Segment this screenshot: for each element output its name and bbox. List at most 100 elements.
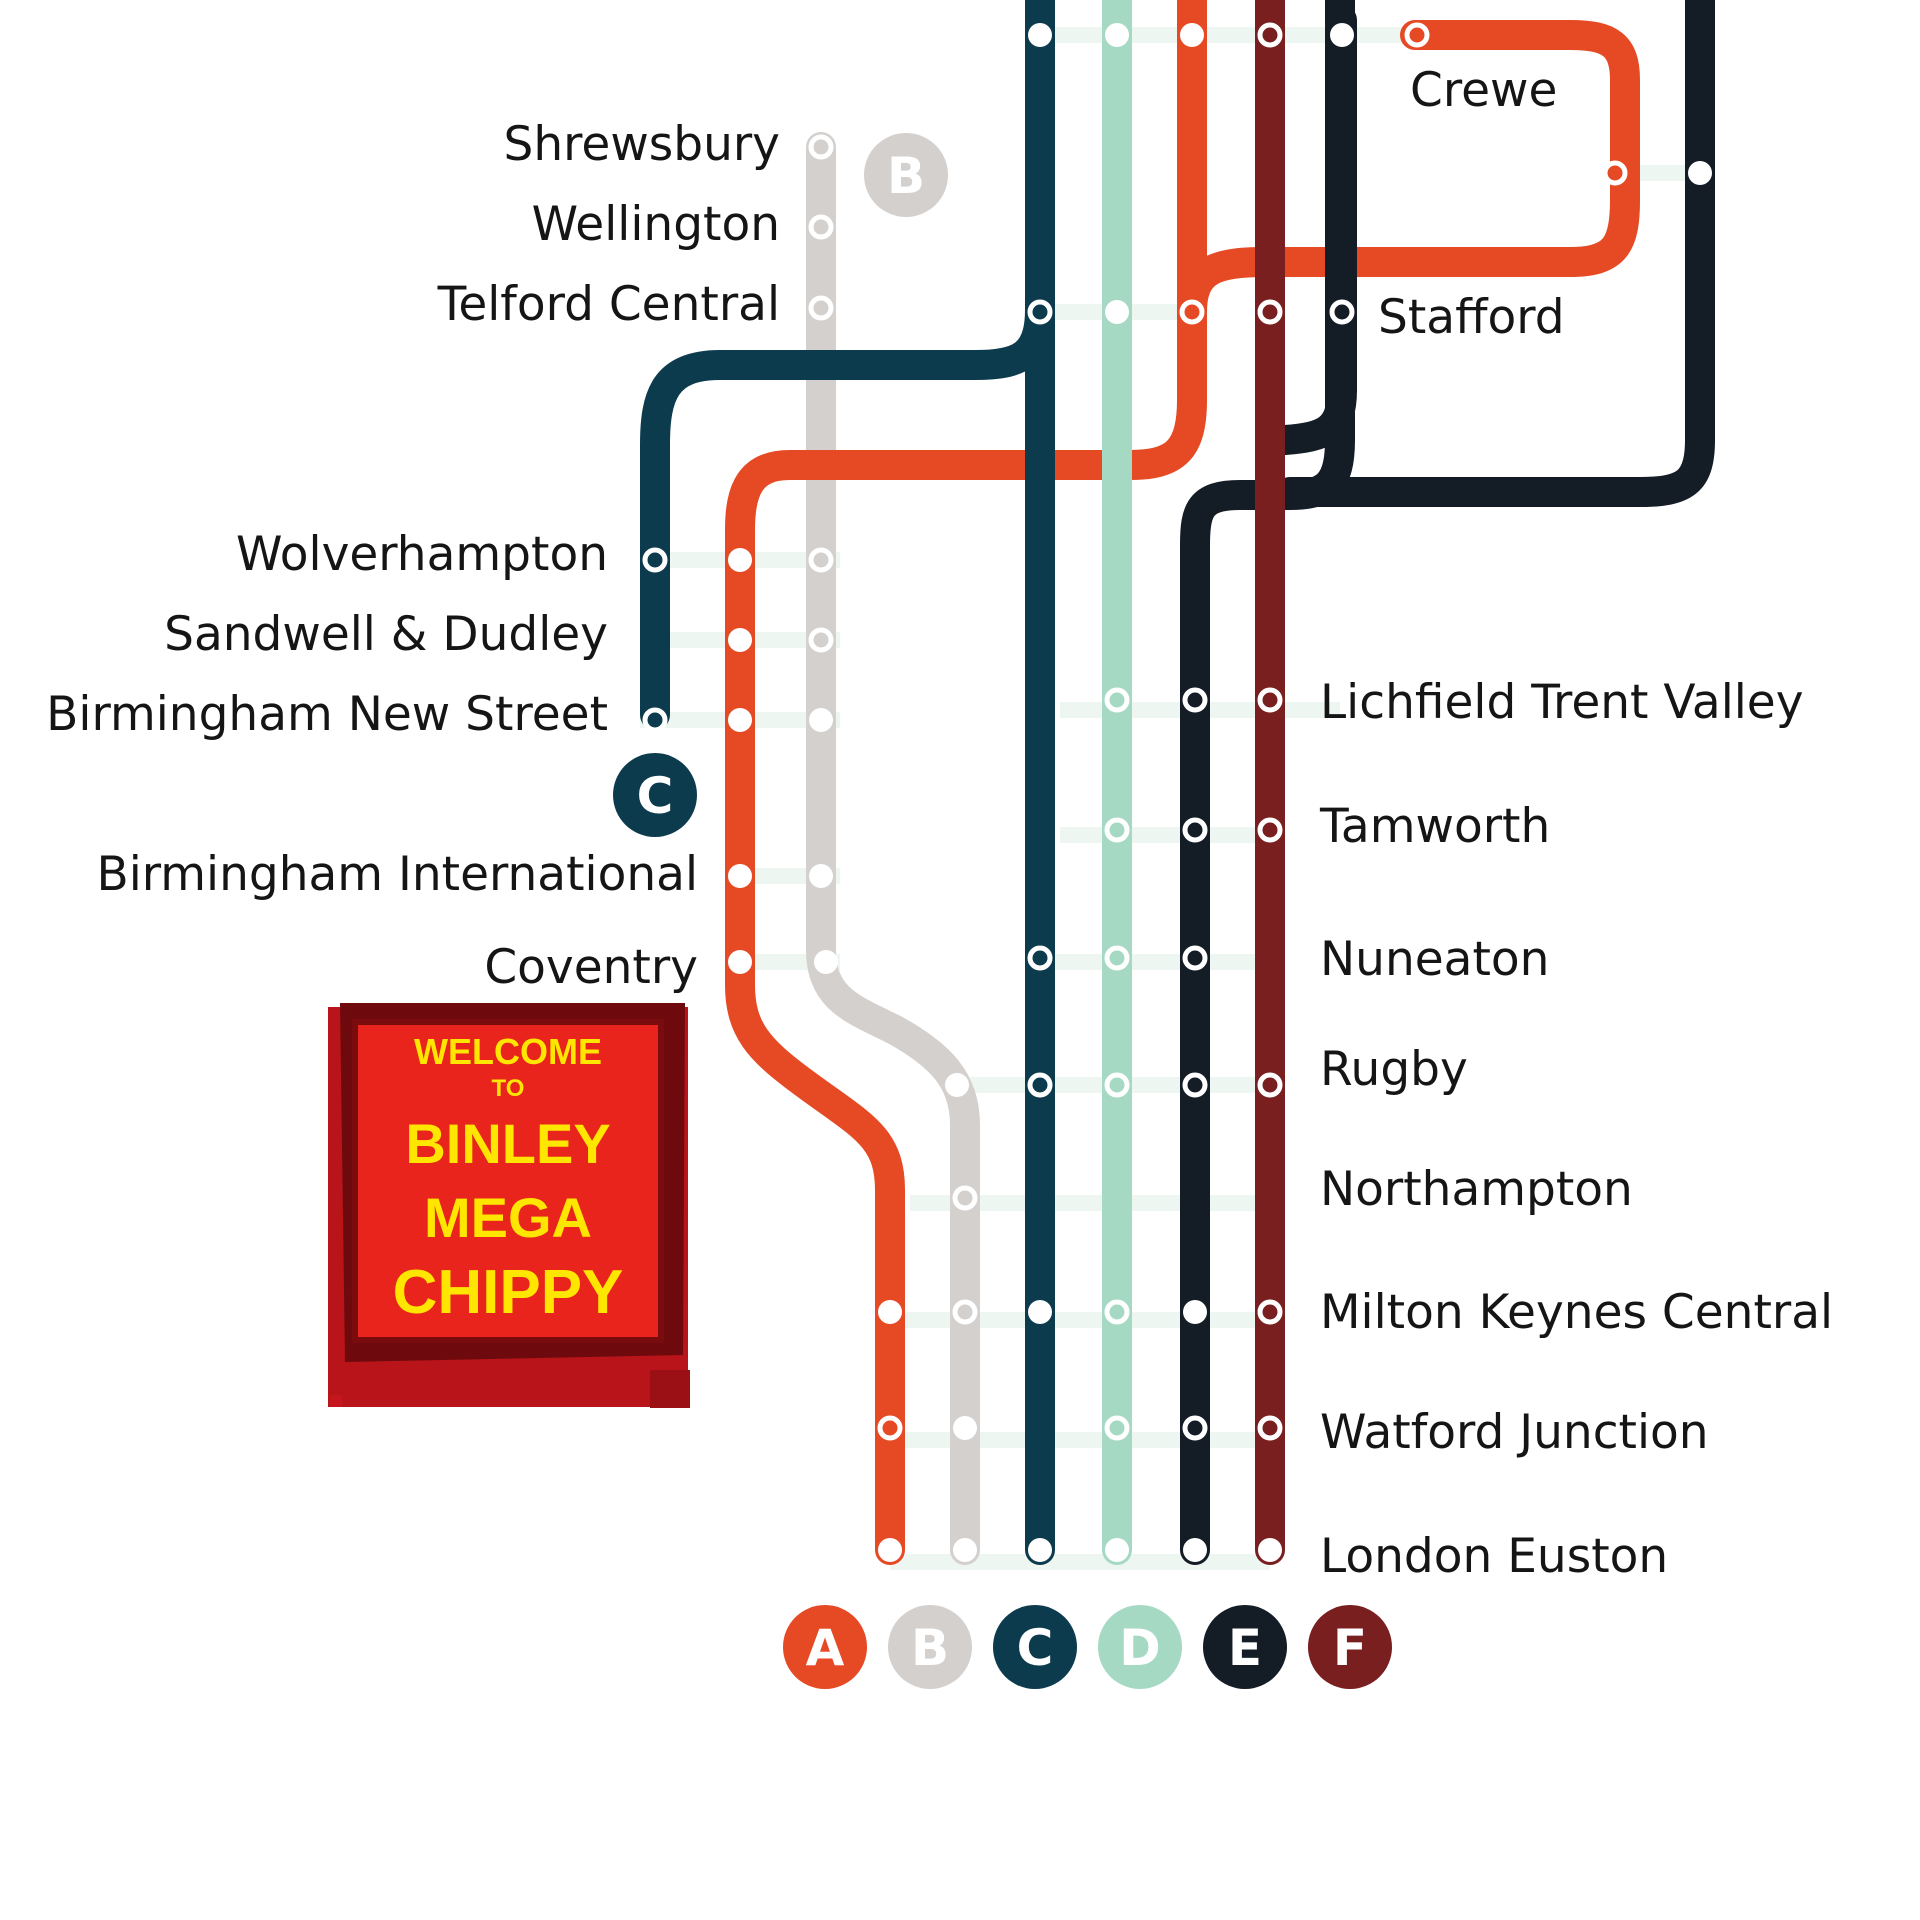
station-marker-line-e[interactable] xyxy=(1182,1072,1208,1098)
station-marker-line-a[interactable] xyxy=(728,864,752,888)
line-d-badge-letter: D xyxy=(1119,1619,1161,1677)
route-lines xyxy=(640,0,1715,1565)
station-marker-line-c[interactable] xyxy=(1028,23,1052,47)
station-marker-line-f[interactable] xyxy=(1257,1072,1283,1098)
line-e-badge-letter: E xyxy=(1228,1619,1262,1677)
station-label-rugby[interactable]: Rugby xyxy=(1320,1042,1468,1097)
station-label-birmingham-new-street[interactable]: Birmingham New Street xyxy=(46,687,608,742)
station-marker-line-d[interactable] xyxy=(1105,1538,1129,1562)
station-label-tamworth[interactable]: Tamworth xyxy=(1319,799,1550,854)
station-marker-line-c[interactable] xyxy=(1027,945,1053,971)
station-marker-line-b[interactable] xyxy=(808,547,834,573)
station-marker-line-c[interactable] xyxy=(1028,1538,1052,1562)
station-marker-line-a[interactable] xyxy=(728,548,752,572)
line-b-inline-badge-letter: B xyxy=(887,147,925,205)
station-marker-line-c[interactable] xyxy=(1028,1300,1052,1324)
line-b-badge[interactable]: B xyxy=(888,1605,972,1689)
line-b-inline-badge[interactable]: B xyxy=(864,133,948,217)
line-f-badge-letter: F xyxy=(1333,1619,1367,1677)
station-marker-line-d[interactable] xyxy=(1104,945,1130,971)
station-label-birmingham-international[interactable]: Birmingham International xyxy=(96,847,698,902)
station-marker-line-e[interactable] xyxy=(1183,1300,1207,1324)
station-marker-line-a[interactable] xyxy=(877,1415,903,1441)
station-marker-line-f[interactable] xyxy=(1257,299,1283,325)
station-marker-line-e[interactable] xyxy=(1182,945,1208,971)
station-marker-line-d[interactable] xyxy=(1104,1072,1130,1098)
station-marker-line-b[interactable] xyxy=(953,1538,977,1562)
station-marker-line-b[interactable] xyxy=(809,708,833,732)
station-marker-line-d[interactable] xyxy=(1104,687,1130,713)
sign-binley: BINLEY xyxy=(405,1112,610,1175)
station-label-stafford[interactable]: Stafford xyxy=(1378,290,1565,345)
station-marker-line-f[interactable] xyxy=(1257,817,1283,843)
station-marker-line-e[interactable] xyxy=(1183,1538,1207,1562)
line-c-badge-letter: C xyxy=(1017,1619,1054,1677)
station-marker-line-a[interactable] xyxy=(728,708,752,732)
station-marker-line-e[interactable] xyxy=(1688,161,1712,185)
station-marker-line-f[interactable] xyxy=(1258,1538,1282,1562)
station-marker-line-d[interactable] xyxy=(1104,817,1130,843)
station-label-wellington[interactable]: Wellington xyxy=(532,197,780,252)
station-marker-line-b[interactable] xyxy=(808,214,834,240)
station-marker-line-a[interactable] xyxy=(1404,22,1430,48)
station-connector xyxy=(1040,27,1417,43)
station-labels: Crewe Shrewsbury Wellington Telford Cent… xyxy=(46,63,1833,1584)
station-marker-line-e[interactable] xyxy=(1330,23,1354,47)
line-a-badge[interactable]: A xyxy=(783,1605,867,1689)
station-marker-line-e[interactable] xyxy=(1182,687,1208,713)
station-marker-line-b[interactable] xyxy=(808,134,834,160)
station-marker-line-a[interactable] xyxy=(728,950,752,974)
station-marker-line-b[interactable] xyxy=(952,1185,978,1211)
station-label-shrewsbury[interactable]: Shrewsbury xyxy=(503,117,780,172)
line-c-badge[interactable]: C xyxy=(993,1605,1077,1689)
station-label-nuneaton[interactable]: Nuneaton xyxy=(1320,932,1549,987)
station-marker-line-b[interactable] xyxy=(808,295,834,321)
station-marker-line-d[interactable] xyxy=(1105,23,1129,47)
station-marker-line-a[interactable] xyxy=(878,1300,902,1324)
station-marker-line-a[interactable] xyxy=(728,628,752,652)
station-marker-line-f[interactable] xyxy=(1257,1299,1283,1325)
station-marker-line-c[interactable] xyxy=(642,707,668,733)
station-marker-line-a[interactable] xyxy=(1180,23,1204,47)
station-connector xyxy=(890,1554,1270,1570)
line-f-badge[interactable]: F xyxy=(1308,1605,1392,1689)
station-label-wolverhampton[interactable]: Wolverhampton xyxy=(236,527,608,582)
station-label-london-euston[interactable]: London Euston xyxy=(1320,1529,1668,1584)
station-label-coventry[interactable]: Coventry xyxy=(484,940,698,995)
station-label-northampton[interactable]: Northampton xyxy=(1320,1162,1633,1217)
station-marker-line-b[interactable] xyxy=(809,864,833,888)
station-marker-line-c[interactable] xyxy=(1027,1072,1053,1098)
station-label-telford-central[interactable]: Telford Central xyxy=(437,277,780,332)
station-marker-line-c[interactable] xyxy=(1027,299,1053,325)
station-marker-line-f[interactable] xyxy=(1257,1415,1283,1441)
station-label-milton-keynes-central[interactable]: Milton Keynes Central xyxy=(1320,1285,1833,1340)
station-marker-line-b[interactable] xyxy=(945,1073,969,1097)
line-a-route xyxy=(725,0,1207,1565)
line-d-badge[interactable]: D xyxy=(1098,1605,1182,1689)
station-marker-line-e[interactable] xyxy=(1182,1415,1208,1441)
station-marker-line-f[interactable] xyxy=(1257,22,1283,48)
station-marker-line-b[interactable] xyxy=(952,1299,978,1325)
station-marker-line-a[interactable] xyxy=(1602,160,1628,186)
sign-mega: MEGA xyxy=(424,1186,592,1249)
line-e-badge[interactable]: E xyxy=(1203,1605,1287,1689)
station-marker-line-d[interactable] xyxy=(1104,1299,1130,1325)
station-marker-line-e[interactable] xyxy=(1329,299,1355,325)
station-marker-line-d[interactable] xyxy=(1105,300,1129,324)
station-label-lichfield-trent-valley[interactable]: Lichfield Trent Valley xyxy=(1320,675,1804,730)
station-marker-line-d[interactable] xyxy=(1104,1415,1130,1441)
station-label-sandwell-dudley[interactable]: Sandwell & Dudley xyxy=(164,607,608,662)
station-marker-line-b[interactable] xyxy=(814,950,838,974)
station-marker-line-a[interactable] xyxy=(878,1538,902,1562)
station-marker-line-a[interactable] xyxy=(1179,299,1205,325)
station-connector xyxy=(890,1432,1270,1448)
station-label-crewe[interactable]: Crewe xyxy=(1410,63,1557,118)
station-marker-line-e[interactable] xyxy=(1182,817,1208,843)
line-c-inline-badge[interactable]: C xyxy=(613,753,697,837)
station-marker-line-b[interactable] xyxy=(808,627,834,653)
station-marker-line-f[interactable] xyxy=(1257,687,1283,713)
station-label-watford-junction[interactable]: Watford Junction xyxy=(1320,1405,1709,1460)
station-marker-line-b[interactable] xyxy=(953,1416,977,1440)
station-marker-line-c[interactable] xyxy=(642,547,668,573)
